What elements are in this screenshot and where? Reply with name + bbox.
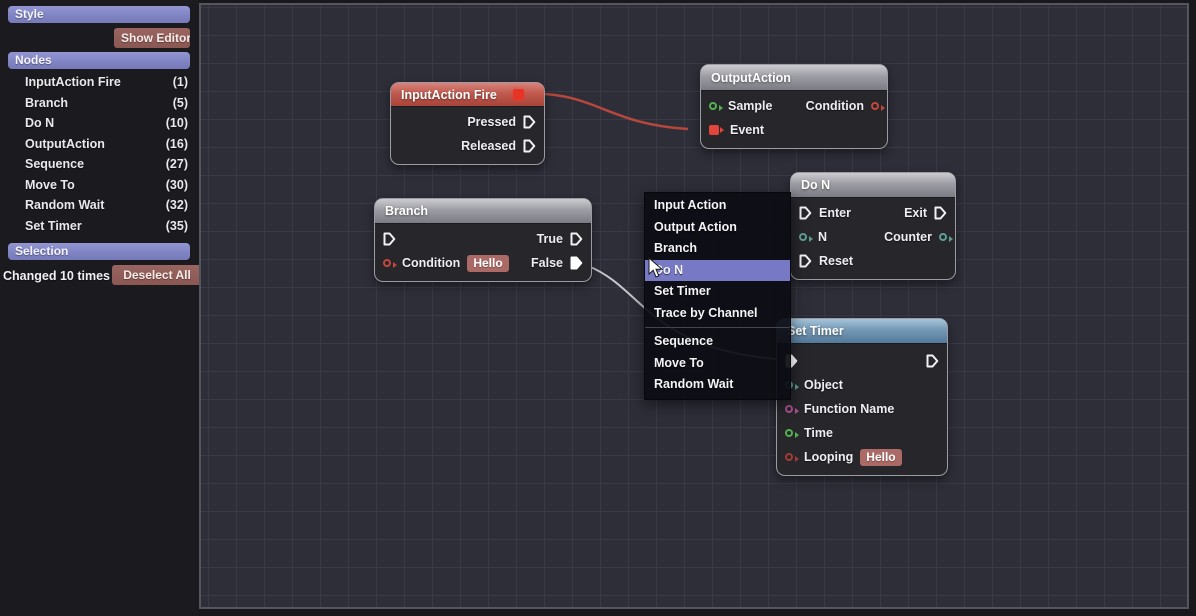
bool-pin-icon[interactable]	[383, 259, 397, 268]
node-header-branch[interactable]: Branch	[375, 199, 591, 224]
menu-item-random-wait[interactable]: Random Wait	[654, 377, 734, 391]
event-pin-icon[interactable]	[709, 125, 724, 135]
menu-item-move-to[interactable]: Move To	[654, 355, 704, 370]
node-set-timer[interactable]: Set Timer Object Function Name Time Loop…	[776, 318, 948, 476]
node-count: (5)	[172, 95, 188, 110]
node-name: Move To	[25, 177, 75, 192]
node-name: Random Wait	[25, 198, 105, 213]
node-header-do-n[interactable]: Do N	[791, 173, 955, 198]
pin-label-true: True	[536, 232, 563, 246]
node-name: OutputAction	[25, 136, 105, 151]
node-title: Do N	[801, 178, 831, 192]
int-pin-icon[interactable]	[939, 233, 953, 242]
menu-separator	[645, 327, 790, 328]
node-header-outputaction[interactable]: OutputAction	[701, 65, 887, 91]
menu-item-trace-by-channel[interactable]: Trace by Channel	[654, 305, 758, 320]
pin-label-condition: Condition	[805, 99, 864, 113]
node-name: Sequence	[25, 157, 85, 172]
node-header-set-timer[interactable]: Set Timer	[777, 319, 947, 344]
pin-label-function-name: Function Name	[804, 402, 895, 416]
node-count: (32)	[165, 198, 188, 213]
exec-pin-icon[interactable]	[570, 232, 583, 246]
node-count: (35)	[165, 218, 188, 233]
pin-label-pressed: Pressed	[467, 115, 516, 129]
deselect-all-button[interactable]: Deselect All	[112, 265, 199, 285]
node-count: (10)	[165, 116, 188, 131]
pin-label-reset: Reset	[819, 254, 854, 268]
node-name: Do N	[25, 116, 55, 131]
list-item-random-wait[interactable]: Random Wait (32)	[0, 195, 199, 216]
list-item-outputaction[interactable]: OutputAction (16)	[0, 134, 199, 155]
pin-label-time: Time	[804, 426, 833, 440]
pin-label-false: False	[531, 256, 563, 270]
selection-status-text: Changed 10 times	[3, 269, 110, 283]
pin-label-condition: Condition	[402, 256, 461, 270]
selection-section-header: Selection	[8, 243, 190, 260]
exec-pin-icon[interactable]	[383, 232, 396, 246]
exec-pin-icon[interactable]	[934, 206, 947, 220]
list-item-branch[interactable]: Branch (5)	[0, 93, 199, 114]
nodes-section-header: Nodes	[8, 52, 190, 69]
node-count: (30)	[165, 177, 188, 192]
node-name: Set Timer	[25, 218, 82, 233]
string-pin-icon[interactable]	[785, 405, 799, 414]
exec-pin-icon[interactable]	[523, 115, 536, 129]
pin-label-exit: Exit	[904, 206, 927, 220]
bool-pin-icon[interactable]	[871, 102, 885, 111]
node-count: (16)	[165, 136, 188, 151]
pin-label-n: N	[818, 230, 828, 244]
pin-label-enter: Enter	[819, 206, 851, 220]
pin-label-looping: Looping	[804, 450, 854, 464]
int-pin-icon[interactable]	[799, 233, 813, 242]
list-item-set-timer[interactable]: Set Timer (35)	[0, 216, 199, 237]
list-item-sequence[interactable]: Sequence (27)	[0, 154, 199, 175]
menu-item-branch[interactable]: Branch	[654, 241, 698, 255]
node-branch[interactable]: Branch True Condition Hello False	[374, 198, 592, 282]
node-title: Branch	[385, 204, 429, 218]
list-item-inputaction-fire[interactable]: InputAction Fire (1)	[0, 72, 199, 93]
pin-label-released: Released	[461, 139, 516, 153]
menu-item-input-action[interactable]: Input Action	[654, 198, 727, 212]
exec-pin-icon[interactable]	[523, 139, 536, 153]
pin-label-sample: Sample	[728, 99, 773, 113]
object-pin-icon[interactable]	[709, 102, 723, 111]
left-panel: Style Show Editor Nodes InputAction Fire…	[0, 0, 199, 616]
bool-pin-icon[interactable]	[785, 453, 799, 462]
show-editor-button[interactable]: Show Editor	[114, 28, 190, 48]
menu-item-do-n[interactable]: Do N	[645, 259, 790, 281]
event-square-icon[interactable]	[513, 89, 524, 100]
menu-item-output-action[interactable]: Output Action	[654, 219, 737, 234]
float-pin-icon[interactable]	[785, 429, 799, 438]
node-do-n[interactable]: Do N Enter Exit N Counter Reset	[790, 172, 956, 280]
exec-pin-icon[interactable]	[799, 254, 812, 268]
node-count: (27)	[165, 157, 188, 172]
node-inputaction-fire[interactable]: InputAction Fire Pressed Released	[390, 82, 545, 165]
looping-value-badge[interactable]: Hello	[860, 448, 902, 466]
node-name: InputAction Fire	[25, 75, 121, 90]
node-name: Branch	[25, 95, 69, 110]
exec-pin-icon[interactable]	[926, 354, 939, 368]
node-context-menu: Input Action Output Action Branch Do N S…	[644, 192, 791, 400]
node-title: Set Timer	[787, 324, 844, 338]
node-outputaction[interactable]: OutputAction Sample Condition Event	[700, 64, 888, 149]
node-title: InputAction Fire	[401, 87, 497, 102]
pin-label-counter: Counter	[884, 230, 932, 244]
menu-item-set-timer[interactable]: Set Timer	[654, 284, 711, 298]
node-count: (1)	[172, 75, 188, 90]
pin-label-object: Object	[804, 378, 843, 392]
list-item-do-n[interactable]: Do N (10)	[0, 113, 199, 134]
node-title: OutputAction	[711, 70, 791, 85]
list-item-move-to[interactable]: Move To (30)	[0, 175, 199, 196]
node-header-inputaction-fire[interactable]: InputAction Fire	[391, 83, 544, 107]
pin-label-event: Event	[730, 123, 765, 137]
node-count-list: InputAction Fire (1) Branch (5) Do N (10…	[0, 72, 199, 236]
condition-value-badge[interactable]: Hello	[467, 254, 509, 272]
menu-item-sequence[interactable]: Sequence	[654, 334, 714, 348]
style-section-header: Style	[8, 6, 190, 23]
exec-pin-icon[interactable]	[799, 206, 812, 220]
exec-pin-connected-icon[interactable]	[570, 256, 583, 270]
